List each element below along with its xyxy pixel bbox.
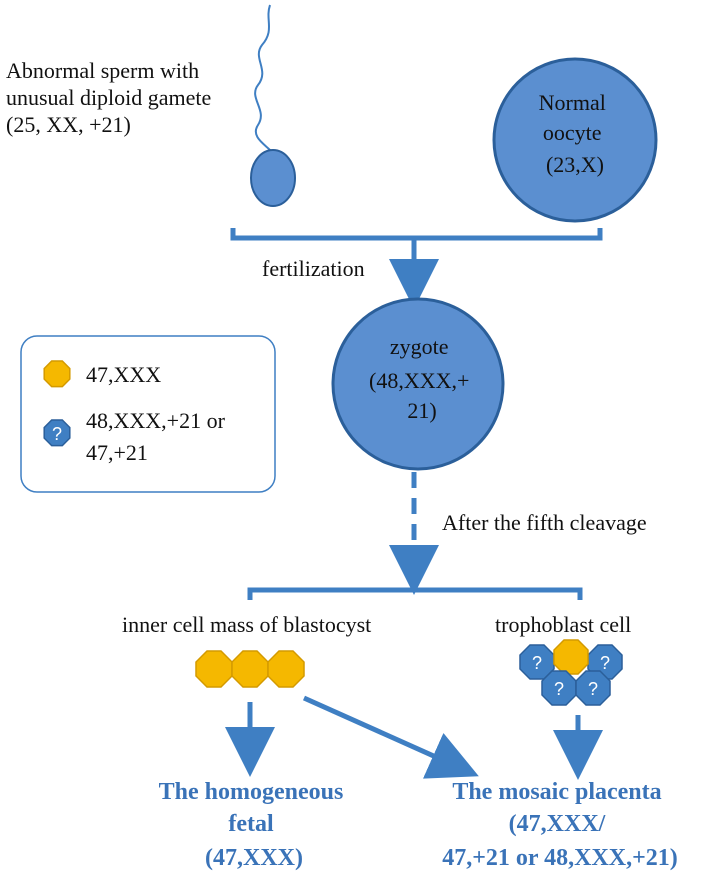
placenta-label: The mosaic placenta (47,XXX/ 47,+21 or 4… <box>442 779 678 871</box>
oocyte-label-line-3: (23,X) <box>546 152 604 177</box>
placenta-label-line-3: 47,+21 or 48,XXX,+21) <box>442 845 678 871</box>
fetal-label-line-3: (47,XXX) <box>205 845 303 871</box>
legend-item-1-label: 47,XXX <box>86 362 161 387</box>
inner-cell-octagon-icon <box>195 650 233 688</box>
zygote-cell <box>331 297 505 471</box>
zygote-label-line-1: zygote <box>390 334 449 359</box>
trophoblast-blue-octagon-icon <box>575 670 611 706</box>
trophoblast-question-mark-icon: ? <box>532 653 542 673</box>
sperm-tail <box>254 4 273 153</box>
trophoblast-question-mark-icon: ? <box>588 679 598 699</box>
trophoblast-question-mark-icon: ? <box>600 653 610 673</box>
inner-to-placenta-arrow <box>302 695 479 779</box>
fetal-label-line-2: fetal <box>228 811 274 837</box>
sperm-label-line-2: unusual diploid gamete <box>6 85 211 110</box>
legend-item-2-label-line-1: 48,XXX,+21 or <box>86 408 226 433</box>
legend-box <box>20 335 276 493</box>
legend-item-2-label-line-2: 47,+21 <box>86 440 148 465</box>
fetal-label-line-1: The homogeneous <box>159 779 344 805</box>
cleavage-bracket <box>247 587 583 600</box>
placenta-label-line-1: The mosaic placenta <box>452 779 661 805</box>
trophoblast-yellow-octagon-icon <box>553 639 589 675</box>
legend-question-mark-icon: ? <box>52 424 62 444</box>
inner-cell-octagon-icon <box>231 650 269 688</box>
sperm-label: Abnormal sperm with unusual diploid game… <box>6 58 217 137</box>
zygote-label: zygote (48,XXX,+ 21) <box>369 334 475 423</box>
sperm-label-line-3: (25, XX, +21) <box>6 112 131 137</box>
trophoblast-blue-octagon-icon <box>541 670 577 706</box>
oocyte-label-line-2: oocyte <box>543 120 602 145</box>
legend-blue-octagon-icon <box>43 419 71 447</box>
inner-cell-octagon-icon <box>267 650 305 688</box>
legend-item-2-label: 48,XXX,+21 or 47,+21 <box>86 408 230 465</box>
fetal-label: The homogeneous fetal (47,XXX) <box>159 779 350 871</box>
oocyte-label-line-1: Normal <box>539 90 606 115</box>
trophoblast-label: trophoblast cell <box>495 612 631 637</box>
fertilization-bracket <box>230 228 603 241</box>
oocyte-cell <box>492 57 658 223</box>
oocyte-label: Normal oocyte (23,X) <box>539 90 612 177</box>
sperm-label-line-1: Abnormal sperm with <box>6 58 199 83</box>
zygote-label-line-3: 21) <box>407 398 436 423</box>
cleavage-label: After the fifth cleavage <box>442 510 647 535</box>
placenta-label-line-2: (47,XXX/ <box>509 811 606 837</box>
trophoblast-cells: ? ? ? ? <box>519 639 623 706</box>
legend-yellow-octagon-icon <box>43 360 71 388</box>
fertilization-label: fertilization <box>262 256 365 281</box>
inner-cell-mass-label: inner cell mass of blastocyst <box>122 612 371 637</box>
inner-cell-mass-cells <box>195 650 305 688</box>
zygote-label-line-2: (48,XXX,+ <box>369 368 469 393</box>
sperm-head <box>250 149 296 207</box>
trophoblast-question-mark-icon: ? <box>554 679 564 699</box>
